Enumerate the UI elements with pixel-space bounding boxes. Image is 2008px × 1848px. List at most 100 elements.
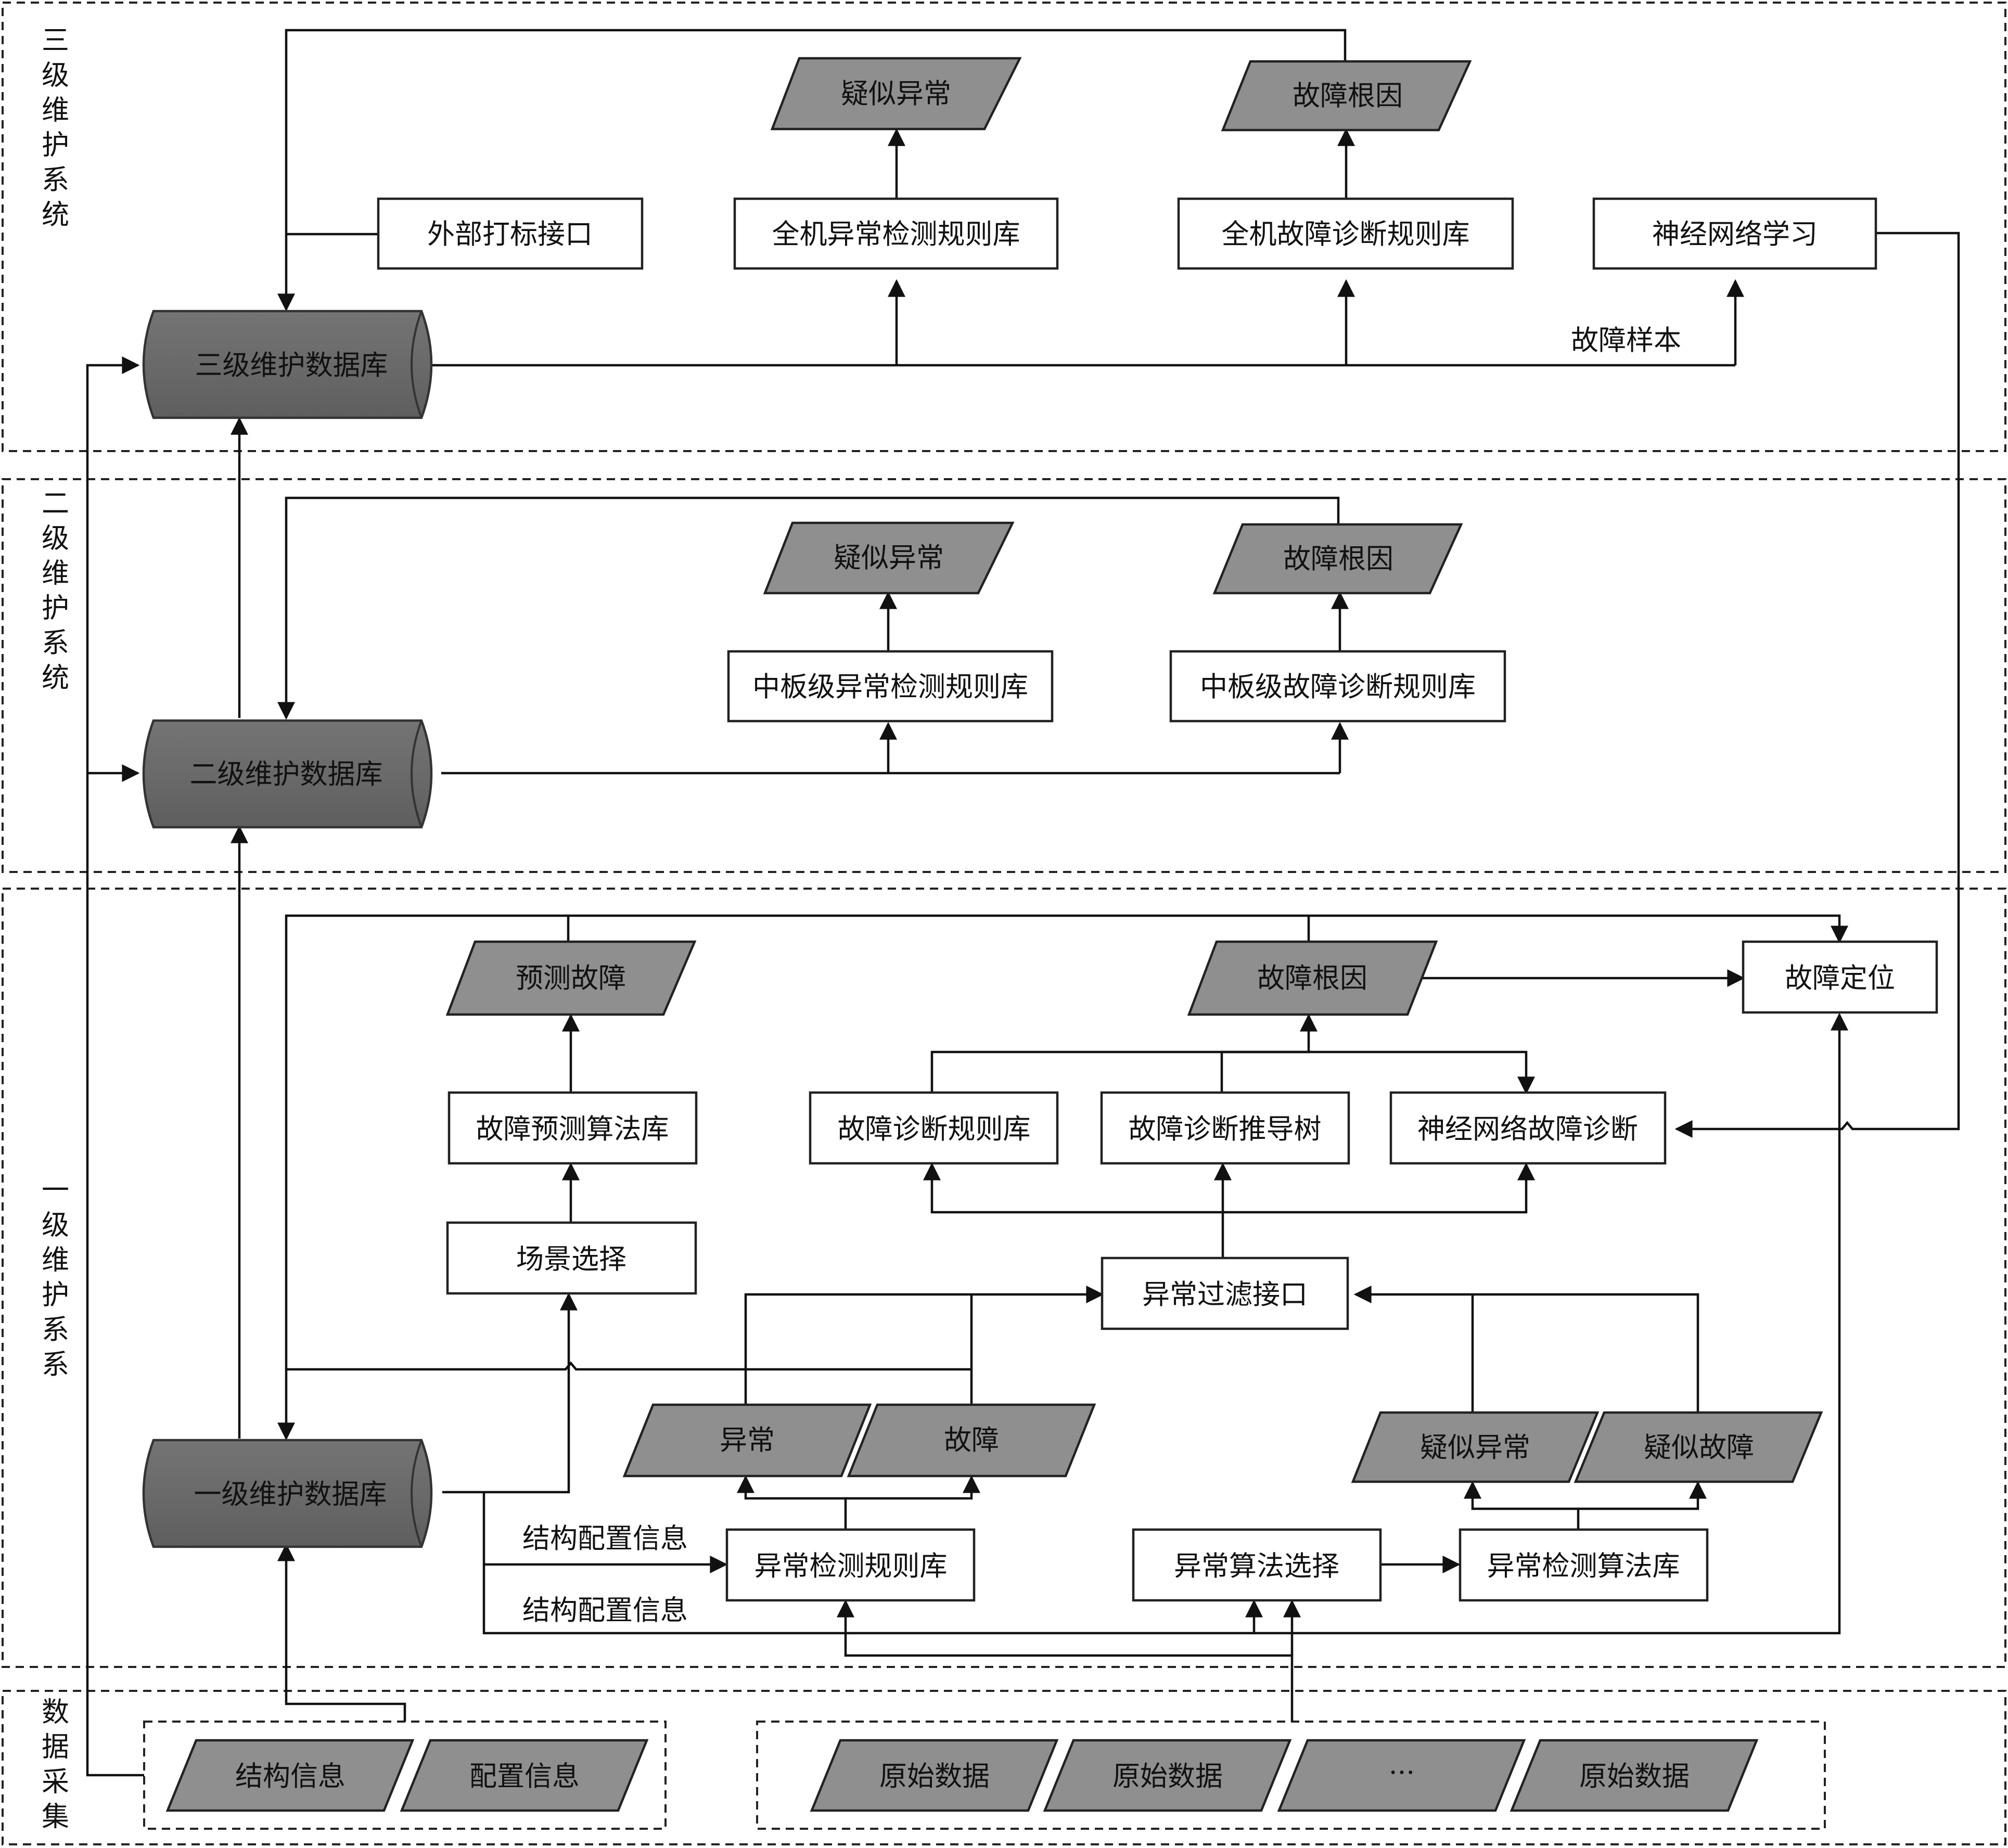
l1-db-to-scene [442, 1292, 578, 1494]
svg-text:异常检测规则库: 异常检测规则库 [754, 1550, 948, 1582]
svg-text:异常过滤接口: 异常过滤接口 [1142, 1279, 1308, 1311]
l1-anom-algos-box: 异常检测算法库 [1459, 1528, 1709, 1602]
svg-text:故障诊断规则库: 故障诊断规则库 [838, 1113, 1031, 1145]
l3-fault-samples-label: 故障样本 [1571, 325, 1681, 356]
l2-suspect-data: 疑似异常 [763, 521, 1015, 595]
l3-fault-rules-box: 全机故障诊断规则库 [1177, 197, 1514, 270]
l2-anom-rules-box: 中板级异常检测规则库 [727, 650, 1054, 723]
level2-zone [2, 478, 2006, 873]
l1-loop-bottom [277, 1361, 971, 1441]
l1-diag-tree-box: 故障诊断推导树 [1100, 1091, 1350, 1165]
svg-text:预测故障: 预测故障 [516, 962, 626, 994]
l1-suspect-fault-data: 疑似故障 [1574, 1411, 1823, 1483]
l3-db-label: 三级维护数据库 [195, 350, 388, 381]
anom-rules-to-anomaly [737, 1475, 847, 1530]
config-info-data: 配置信息 [400, 1739, 649, 1812]
svg-text:全机异常检测规则库: 全机异常检测规则库 [772, 219, 1020, 250]
svg-text:原始数据: 原始数据 [1112, 1761, 1223, 1792]
svg-text:异常: 异常 [720, 1424, 775, 1456]
l3-nn-learning-box: 神经网络学习 [1592, 197, 1877, 270]
svg-text:异常算法选择: 异常算法选择 [1174, 1550, 1339, 1582]
raw-data-1: 原始数据 [810, 1739, 1059, 1812]
bottom-loop-to-locate [1254, 1012, 1848, 1635]
svg-text:疑似故障: 疑似故障 [1644, 1432, 1754, 1464]
l1-filter-iface-box: 异常过滤接口 [1101, 1256, 1349, 1330]
svg-text:疑似异常: 疑似异常 [1420, 1432, 1530, 1464]
svg-text:配置信息: 配置信息 [469, 1761, 580, 1792]
l3-suspect-data: 疑似异常 [770, 57, 1022, 131]
l3-ext-label-box: 外部打标接口 [377, 197, 644, 270]
l1-db-label: 一级维护数据库 [194, 1479, 387, 1510]
svg-text:故障预测算法库: 故障预测算法库 [476, 1113, 669, 1145]
l3-top-loop [277, 29, 1347, 312]
svg-text:疑似异常: 疑似异常 [841, 78, 951, 110]
l1-db-cylinder: 一级维护数据库 [142, 1439, 433, 1548]
svg-text:中板级故障诊断规则库: 中板级故障诊断规则库 [1200, 671, 1476, 703]
l2-db-cylinder: 二级维护数据库 [142, 719, 433, 829]
svg-text:场景选择: 场景选择 [516, 1243, 626, 1275]
level1-zone [2, 888, 2006, 1668]
algos-to-suspect-fault [1578, 1481, 1707, 1510]
filter-to-nn-diag [1223, 1162, 1535, 1214]
l3-db-cylinder: 三级维护数据库 [142, 310, 433, 419]
data-collection-zone [2, 1690, 2006, 1845]
l2-db-label: 二级维护数据库 [190, 759, 383, 790]
svg-text:全机故障诊断规则库: 全机故障诊断规则库 [1222, 219, 1470, 250]
l1-fault-data: 故障 [847, 1403, 1096, 1478]
svg-text:故障根因: 故障根因 [1283, 543, 1393, 575]
collection-to-l1-db [277, 1543, 406, 1722]
svg-text:故障: 故障 [944, 1424, 999, 1456]
data-collection-label: 数据采集 [37, 1697, 69, 1837]
svg-text:神经网络学习: 神经网络学习 [1652, 219, 1818, 250]
l1-root-cause-data: 故障根因 [1187, 940, 1438, 1016]
filter-to-diag-rules [923, 1162, 1224, 1258]
level2-label: 二级维护系统 [37, 489, 69, 698]
l1-fault-locate-box: 故障定位 [1742, 940, 1938, 1014]
diag-group-to-root [930, 1050, 1535, 1095]
l1-nn-diag-box: 神经网络故障诊断 [1389, 1091, 1667, 1165]
diag-rules-to-root [1220, 1013, 1318, 1093]
l2-fault-rules-box: 中板级故障诊断规则库 [1169, 650, 1506, 723]
raw-data-to-anom-rules [837, 1599, 1294, 1722]
level3-zone [2, 2, 2006, 452]
suspect-to-filter [1353, 1286, 1699, 1414]
level1-label: 一级维护系系 [37, 1175, 69, 1384]
svg-text:原始数据: 原始数据 [879, 1761, 990, 1792]
l1-top-loop-left [285, 914, 568, 1369]
svg-text:外部打标接口: 外部打标接口 [427, 219, 593, 250]
l3-root-cause-data: 故障根因 [1221, 60, 1472, 132]
collection-to-l3-db [86, 356, 144, 1777]
anomaly-to-filter [744, 1286, 1104, 1405]
struct-info-data: 结构信息 [165, 1739, 415, 1812]
svg-text:故障定位: 故障定位 [1785, 962, 1895, 994]
l1-diag-rules-box: 故障诊断规则库 [809, 1091, 1059, 1165]
svg-text:···: ··· [1389, 1757, 1415, 1789]
l1-predict-algos-box: 故障预测算法库 [447, 1091, 698, 1165]
raw-data-2: 原始数据 [1043, 1739, 1292, 1812]
nn-learning-to-l1-nn [1674, 232, 1960, 1138]
svg-text:中板级异常检测规则库: 中板级异常检测规则库 [752, 671, 1028, 703]
raw-data-3: 原始数据 [1510, 1739, 1759, 1812]
svg-text:神经网络故障诊断: 神经网络故障诊断 [1417, 1113, 1638, 1145]
l2-root-cause-data: 故障根因 [1212, 523, 1463, 595]
l1-predicted-fault-data: 预测故障 [445, 940, 697, 1016]
svg-text:故障诊断推导树: 故障诊断推导树 [1129, 1113, 1322, 1145]
raw-data-ellipsis: ··· [1277, 1739, 1526, 1812]
struct-cfg-to-algo-select [482, 1564, 1263, 1635]
l1-suspect-anom-data: 疑似异常 [1351, 1411, 1600, 1483]
svg-text:异常检测算法库: 异常检测算法库 [1487, 1550, 1680, 1582]
svg-text:疑似异常: 疑似异常 [834, 542, 944, 574]
level3-label: 三级维护系统 [37, 25, 69, 235]
l1-struct-cfg-label-2: 结构配置信息 [522, 1595, 688, 1626]
l1-struct-cfg-label-1: 结构配置信息 [522, 1523, 688, 1555]
svg-text:故障根因: 故障根因 [1257, 962, 1367, 994]
l1-top-loop [567, 914, 1848, 944]
l1-anomaly-data: 异常 [622, 1403, 872, 1478]
l1-algo-select-box: 异常算法选择 [1132, 1528, 1382, 1602]
algos-to-suspect [1464, 1481, 1580, 1530]
l1-anom-rules-box: 异常检测规则库 [725, 1528, 976, 1602]
l1-scene-select-box: 场景选择 [446, 1221, 697, 1295]
svg-text:故障根因: 故障根因 [1293, 80, 1403, 112]
svg-text:原始数据: 原始数据 [1579, 1761, 1690, 1792]
